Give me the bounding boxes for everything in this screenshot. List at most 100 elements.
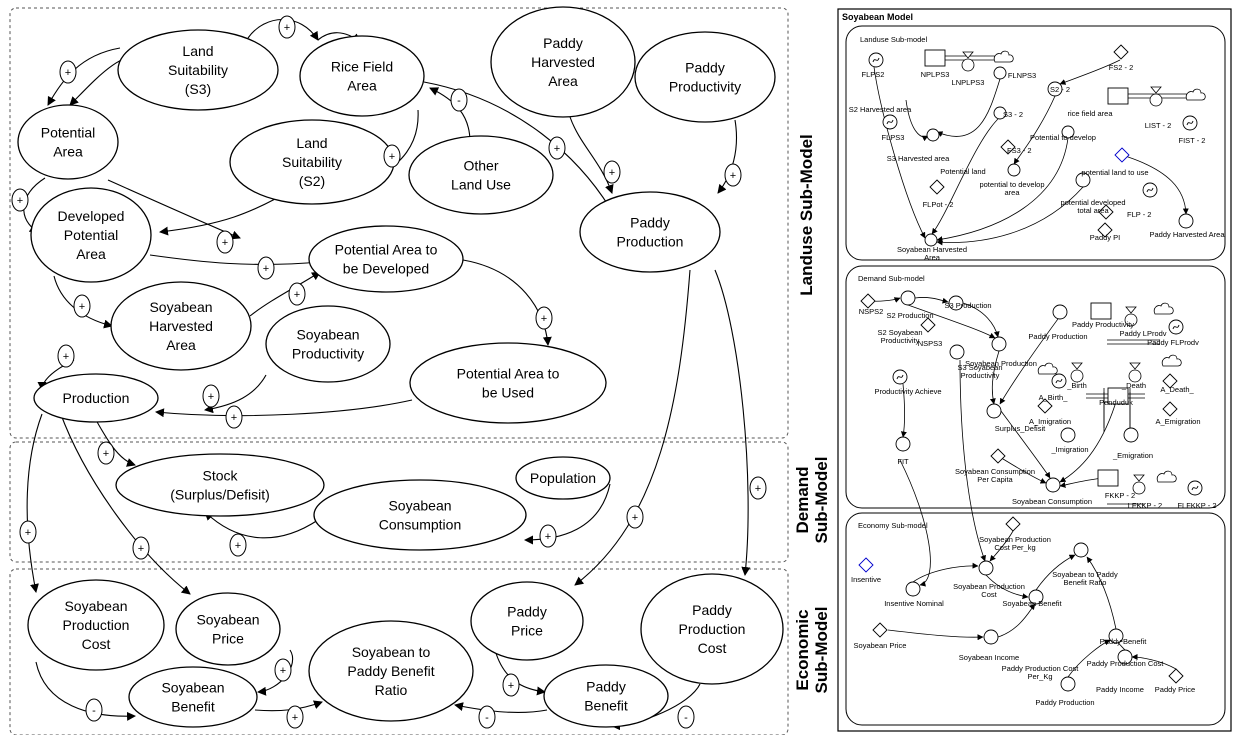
soy-paddy-ratio-node — [1073, 542, 1089, 558]
node-label: (S2) — [299, 173, 325, 189]
sfd-label-paddy-productivity: Paddy Productivity — [1072, 320, 1134, 329]
node-label: Potential Area to — [335, 242, 438, 258]
fkkp-stock — [1097, 469, 1119, 487]
landuse-panel-title: Landuse Sub-model — [860, 35, 927, 44]
node-label: Cost — [698, 640, 727, 656]
polarity-label: + — [280, 665, 286, 677]
soy-prod-cost-per-kg-node — [1005, 516, 1021, 532]
sfd-label-soy-consumption: Soyabean Consumption — [1012, 497, 1092, 506]
sfd-label-insentive-nominal: Insentive Nominal — [884, 599, 944, 608]
positive-polarity: + — [216, 230, 234, 254]
negative-polarity: - — [450, 88, 468, 112]
node-label: Potential Area to — [457, 366, 560, 382]
positive-polarity: + — [286, 705, 304, 729]
polarity-label: - — [92, 705, 96, 717]
paddy-productivity-stock — [1090, 302, 1112, 320]
node-label: Soyabean — [149, 299, 212, 315]
polarity-label: + — [138, 543, 144, 555]
sfd-label-s2-harvested: S2 Harvested area — [849, 105, 912, 114]
node-label: (Surplus/Defisit) — [170, 487, 270, 503]
sfd-label-s2-2: S2 - 2 — [1050, 85, 1070, 94]
death-valve — [1128, 362, 1142, 383]
info-link — [1059, 477, 1104, 488]
soy-harvested-node — [924, 233, 938, 247]
nsps3-node — [920, 317, 936, 333]
info-link — [1086, 556, 1117, 630]
economic-submodel-box — [9, 568, 789, 735]
node-label: Paddy — [543, 35, 583, 51]
polarity-label: + — [541, 313, 547, 325]
info-link — [1059, 404, 1116, 483]
demand-side-label-2: Sub-Model — [812, 457, 831, 544]
sfd-label-rice-field-area: rice field area — [1067, 109, 1113, 118]
node-label: be Used — [482, 385, 534, 401]
polarity-label: + — [730, 170, 736, 182]
sfd-label-fkkp-2: FKKP - 2 — [1105, 491, 1135, 500]
paddy-flprodv-icon — [1168, 319, 1184, 335]
economy-panel-title: Economy Sub-model — [858, 521, 928, 530]
node-label: Price — [511, 623, 543, 639]
flpot-2-node — [929, 179, 945, 195]
positive-polarity: + — [626, 505, 644, 529]
node-label: Suitability — [168, 62, 228, 78]
sfd-label-potential-land-use: potential land to use — [1081, 168, 1148, 177]
sfd-label-lnplps3: LNPLPS3 — [952, 78, 985, 87]
sfd-label-nsps3: NSPS3 — [918, 339, 943, 348]
sfd-label-surplus-defisit: Surplus_Defisit — [995, 424, 1046, 433]
surplus-defisit-node — [986, 403, 1002, 419]
positive-polarity: + — [383, 144, 401, 168]
node-label: Soyabean — [196, 612, 259, 628]
penduduk-stock — [1107, 387, 1129, 405]
node-label: Area — [548, 73, 578, 89]
nsps2-node — [860, 293, 876, 309]
paddy-prod-cost-node — [1117, 649, 1133, 665]
sfd-label-fs3-2: FS3 - 2 — [1007, 146, 1032, 155]
node-label: Area — [53, 144, 83, 160]
positive-polarity: + — [19, 520, 37, 544]
node-label: Soyabean to — [352, 644, 431, 660]
polarity-label: + — [235, 540, 241, 552]
potential-to-develop-node — [1061, 125, 1075, 139]
sfd-label-a-emigration: A_Emigration — [1155, 417, 1200, 426]
polarity-label: + — [222, 237, 228, 249]
potential-land-use-node — [1114, 147, 1130, 163]
node-label: Paddy — [630, 215, 670, 231]
sfd-label-fs2-2: FS2 - 2 — [1109, 63, 1134, 72]
info-link — [1000, 410, 1051, 479]
positive-polarity: + — [274, 658, 292, 682]
polarity-label: + — [231, 412, 237, 424]
node-population: Population — [515, 456, 611, 500]
sfd-label-paddy-flprodv: Paddy FLProdv — [1147, 338, 1199, 347]
node-label: (S3) — [185, 81, 211, 97]
causal-link — [107, 179, 241, 240]
node-label: Soyabean — [388, 498, 451, 514]
lfkkp-valve — [1132, 474, 1146, 495]
demand-panel — [845, 265, 1226, 509]
economic-side-label-2: Sub-Model — [812, 607, 831, 694]
node-label: Area — [166, 337, 196, 353]
positive-polarity: + — [59, 60, 77, 84]
causal-link — [249, 271, 321, 317]
node-label: Potential — [64, 227, 118, 243]
info-link — [985, 574, 1029, 600]
sfd-label-s3-2: S3 - 2 — [1003, 110, 1023, 119]
causal-link — [254, 700, 323, 712]
polarity-label: + — [103, 448, 109, 460]
sfd-label-death: _Death — [1121, 381, 1146, 390]
s3-node — [993, 106, 1007, 120]
positive-polarity: + — [724, 163, 742, 187]
sfd-label-potential-to-develop: Potential to develop — [1030, 133, 1096, 142]
node-label: Land Use — [451, 177, 511, 193]
sfd-label-paddy-benefit: Paddy Benefit — [1100, 637, 1148, 646]
node-label: Paddy — [685, 60, 725, 76]
polarity-label: - — [457, 95, 461, 107]
